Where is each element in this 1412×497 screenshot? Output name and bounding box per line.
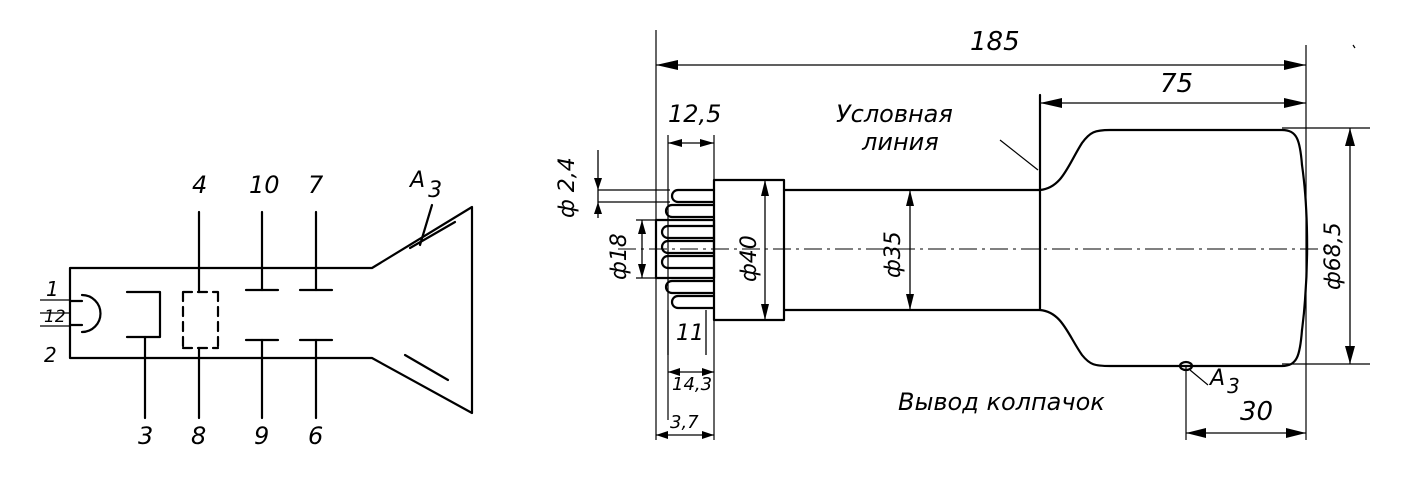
base-pins: [654, 188, 716, 310]
tube-envelope: [68, 205, 474, 415]
pin-label-9: 9: [254, 422, 269, 450]
anode3-lead: [418, 203, 434, 247]
anode-cap-lead-label: Вывод колпачок: [898, 388, 1105, 416]
deflection-plate-upper: [408, 220, 457, 250]
pin-label-8: 8: [191, 422, 206, 450]
dim-pin-diameter: ф 2,4: [555, 157, 580, 218]
tube-neck-lower: [782, 308, 1304, 368]
deflection-plate-lower: [403, 353, 450, 382]
dim-neck-diameter: ф35: [881, 231, 906, 278]
cathode-symbol: [68, 299, 84, 327]
anode-cap: [1178, 360, 1194, 372]
pin-label-12: 12: [44, 307, 66, 327]
dim-pin-circle: ф18: [607, 233, 632, 280]
dim-overall-length: 185: [970, 27, 1020, 57]
pin-label-2: 2: [44, 343, 57, 367]
dim-pin-length: 11: [676, 321, 704, 346]
dim-cap-offset: 30: [1240, 397, 1273, 427]
stray-mark: [1352, 44, 1356, 49]
pin-label-1: 1: [46, 277, 59, 301]
dim-3-7: 3,7: [670, 412, 699, 433]
dim-base-height: 12,5: [668, 100, 721, 128]
dim-screen-diameter: ф68,5: [1321, 222, 1346, 290]
pin-label-7: 7: [308, 171, 324, 199]
tube-neck-upper: [782, 128, 1304, 192]
reference-leader: [999, 139, 1039, 171]
pin-label-4: 4: [192, 171, 207, 199]
dim-base-diameter: ф40: [737, 235, 762, 282]
tube-outline-drawing: 185 75 12,5 ф 2,4 ф18 ф40 ф35 ф68,5: [555, 27, 1370, 440]
pin-label-3: 3: [138, 422, 153, 450]
reference-line-label-2: линия: [861, 128, 939, 156]
pin-label-6: 6: [308, 422, 323, 450]
heater-symbol: [80, 293, 102, 334]
dim-bulb-length: 75: [1160, 69, 1193, 99]
grid2-electrode: [181, 290, 220, 350]
grid1-electrode: [125, 290, 162, 339]
pin-label-10: 10: [249, 171, 280, 199]
dim-14-3: 14,3: [672, 374, 712, 395]
reference-line-label-1: Условная: [836, 100, 953, 128]
